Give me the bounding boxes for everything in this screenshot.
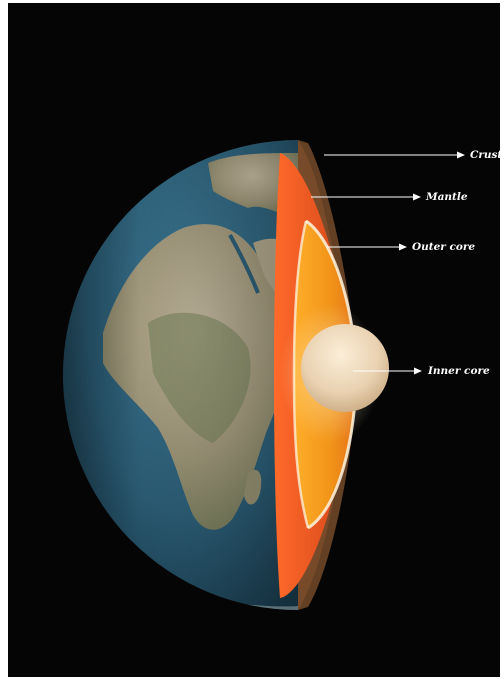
earth-layers-figure: Crust Mantle Outer core Inner core [8,3,500,677]
outer-core-label: Outer core [412,241,476,253]
continents [63,140,298,610]
globe-hemisphere [63,140,298,610]
inner-core-sphere [301,324,389,412]
earth-cross-section [63,140,465,610]
label-arrows [311,151,465,375]
cross-section-face [274,140,389,610]
inner-core-label: Inner core [428,365,490,377]
crust-label: Crust [470,149,500,161]
mantle-label: Mantle [426,191,468,203]
